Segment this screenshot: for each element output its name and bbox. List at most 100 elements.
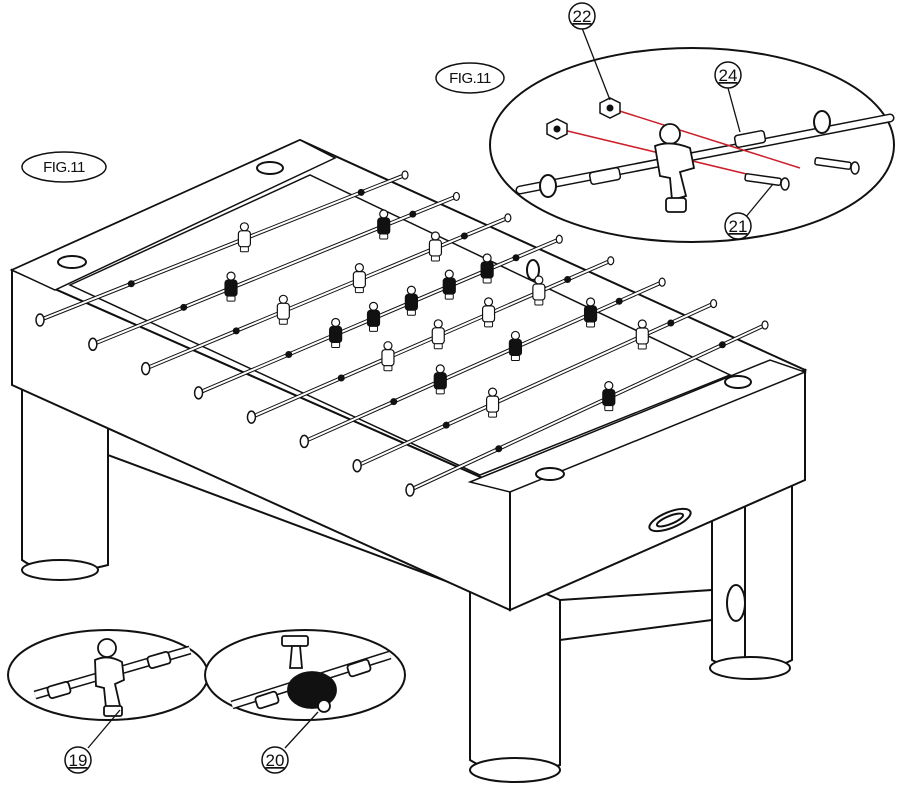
figure-label-main: FIG.11 xyxy=(21,151,107,183)
end-plate-right xyxy=(467,359,808,493)
player-figure-foot xyxy=(331,342,341,348)
player-figure-head xyxy=(444,269,454,279)
rod-bumper xyxy=(285,350,293,358)
player-figure-foot xyxy=(435,388,445,395)
player-figure-foot xyxy=(510,354,520,361)
svg-text:FIG.11: FIG.11 xyxy=(43,159,85,176)
svg-text:21: 21 xyxy=(729,217,748,236)
player-rod-highlight xyxy=(356,302,714,467)
rod-bumper xyxy=(232,327,240,335)
player-figure-head xyxy=(226,271,236,281)
rod-handle xyxy=(193,386,204,400)
rod-handle xyxy=(352,458,362,473)
player-figure-foot xyxy=(226,295,236,302)
player-rod-highlight xyxy=(92,195,457,346)
detail-inset xyxy=(489,27,895,243)
player-figure-foot xyxy=(278,318,288,325)
player-figure-body xyxy=(583,305,598,323)
callout-24: 24 xyxy=(714,61,742,89)
player-figure-body xyxy=(377,217,391,235)
player-figure-foot xyxy=(239,246,249,253)
nut-icon xyxy=(546,97,621,140)
rod-handle xyxy=(405,483,415,497)
player-rod-highlight xyxy=(145,216,509,370)
bolt-icon xyxy=(744,157,860,191)
rod-end xyxy=(607,256,615,266)
rod-bumper xyxy=(337,374,345,382)
callout-22: 22 xyxy=(568,2,596,30)
player-figure-head xyxy=(433,319,443,329)
player-figure-body xyxy=(433,372,447,390)
player-figure-foot xyxy=(482,277,492,284)
detail-inset-border xyxy=(489,47,895,243)
player-figure-head xyxy=(435,364,445,374)
rod-handle xyxy=(246,410,257,424)
rod-bumper xyxy=(564,275,572,283)
player-figure-head xyxy=(278,294,288,304)
player-figure-foot xyxy=(430,255,440,262)
rod-end xyxy=(658,277,666,287)
rod-handle xyxy=(88,337,98,352)
player-figure-body xyxy=(352,271,366,289)
player-figure-head xyxy=(379,209,389,219)
detail-goalie xyxy=(7,629,209,749)
player-figure-foot xyxy=(444,293,454,300)
player-figure-foot xyxy=(383,365,393,372)
svg-text:24: 24 xyxy=(719,66,738,85)
rod-end xyxy=(761,320,769,330)
player-figure-head xyxy=(637,319,647,329)
rod-handle xyxy=(35,313,45,327)
player-figure-foot xyxy=(586,321,596,328)
player-figure-body xyxy=(329,325,343,344)
player-figure-foot xyxy=(637,343,647,350)
player-figure-body xyxy=(602,389,616,407)
player-figure-head xyxy=(331,317,341,328)
rod-bumper xyxy=(495,445,503,453)
player-figure-foot xyxy=(488,411,498,418)
player-figure-body xyxy=(224,279,238,297)
player-figure-body xyxy=(480,261,494,279)
player-figure-foot xyxy=(484,321,494,328)
callout-19: 19 xyxy=(64,746,92,774)
rod-bumper xyxy=(357,188,365,196)
player-rod-highlight xyxy=(39,174,406,321)
player-figure-head xyxy=(534,275,544,285)
player-figure-body xyxy=(635,327,649,345)
player-figure-body xyxy=(404,293,418,311)
player-figure-body xyxy=(428,239,443,257)
player-rod-highlight xyxy=(251,259,612,419)
rod-bumper xyxy=(718,341,726,349)
player-figure-body xyxy=(485,395,500,413)
detail-defender xyxy=(204,629,406,749)
player-figure-head xyxy=(383,341,393,351)
player-figure-foot xyxy=(534,299,544,306)
player-rod-highlight xyxy=(303,281,663,443)
player-figure-body xyxy=(508,338,523,357)
player-figure-head xyxy=(368,301,379,311)
rod-bumper xyxy=(127,280,135,288)
player-figure-body xyxy=(381,349,395,367)
rod-bumper xyxy=(460,232,468,240)
player-figure-body xyxy=(532,283,546,301)
player-figure-body xyxy=(442,277,456,295)
rod-bumper xyxy=(442,421,450,429)
rod-end xyxy=(709,298,718,309)
player-figure-body xyxy=(431,327,445,345)
player-figure-head xyxy=(604,381,614,391)
player-figure-head xyxy=(585,297,596,307)
callout-20: 20 xyxy=(261,746,289,774)
playfield xyxy=(68,174,732,476)
svg-text:19: 19 xyxy=(69,751,88,770)
stretcher-right xyxy=(559,588,713,642)
player-figure-foot xyxy=(354,287,364,294)
player-figure-foot xyxy=(604,405,614,412)
svg-text:22: 22 xyxy=(573,7,592,26)
end-plate-left xyxy=(10,139,337,291)
player-figure-body xyxy=(276,302,290,320)
player-figure-foot xyxy=(406,309,416,316)
player-figure-head xyxy=(406,285,416,295)
rod-bumper xyxy=(409,210,417,218)
player-figure-body xyxy=(366,309,381,327)
